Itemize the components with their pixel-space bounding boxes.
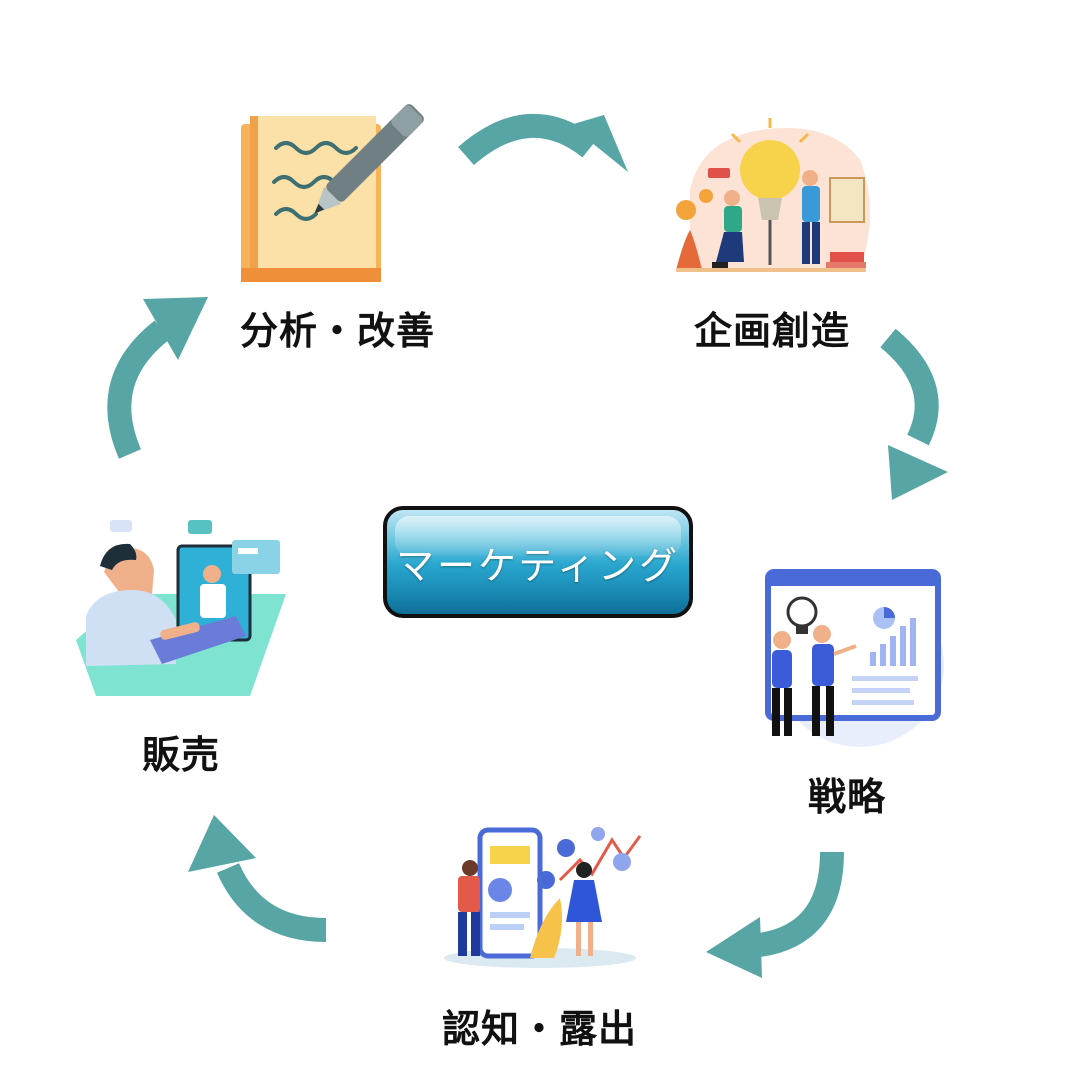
online-sales-icon	[76, 520, 286, 696]
marketing-center-button: マーケティング	[383, 506, 693, 618]
cycle-arrow-1	[458, 113, 598, 166]
arrowhead-5	[143, 297, 208, 360]
arrowhead-3	[706, 917, 762, 978]
arrowhead-4	[188, 815, 256, 872]
arrowhead-2	[888, 445, 948, 500]
stage-label-analysis: 分析・改善	[240, 309, 436, 353]
stage-label-awareness: 認知・露出	[442, 1007, 638, 1051]
strategy-board-icon	[765, 569, 944, 747]
cycle-arrow-2	[880, 328, 939, 446]
lightbulb-team-icon	[676, 118, 870, 272]
stage-label-strategy: 戦略	[808, 775, 887, 819]
stage-label-planning: 企画創造	[694, 309, 851, 353]
cycle-arrow-5	[107, 320, 170, 459]
cycle-arrow-4	[217, 862, 327, 942]
arrowhead-1	[570, 115, 628, 172]
mobile-marketing-icon	[444, 827, 642, 968]
notebook-pen-icon	[241, 104, 424, 282]
stage-label-sales: 販売	[142, 733, 221, 777]
cycle-arrow-3	[748, 851, 844, 958]
center-label: マーケティング	[396, 543, 680, 588]
